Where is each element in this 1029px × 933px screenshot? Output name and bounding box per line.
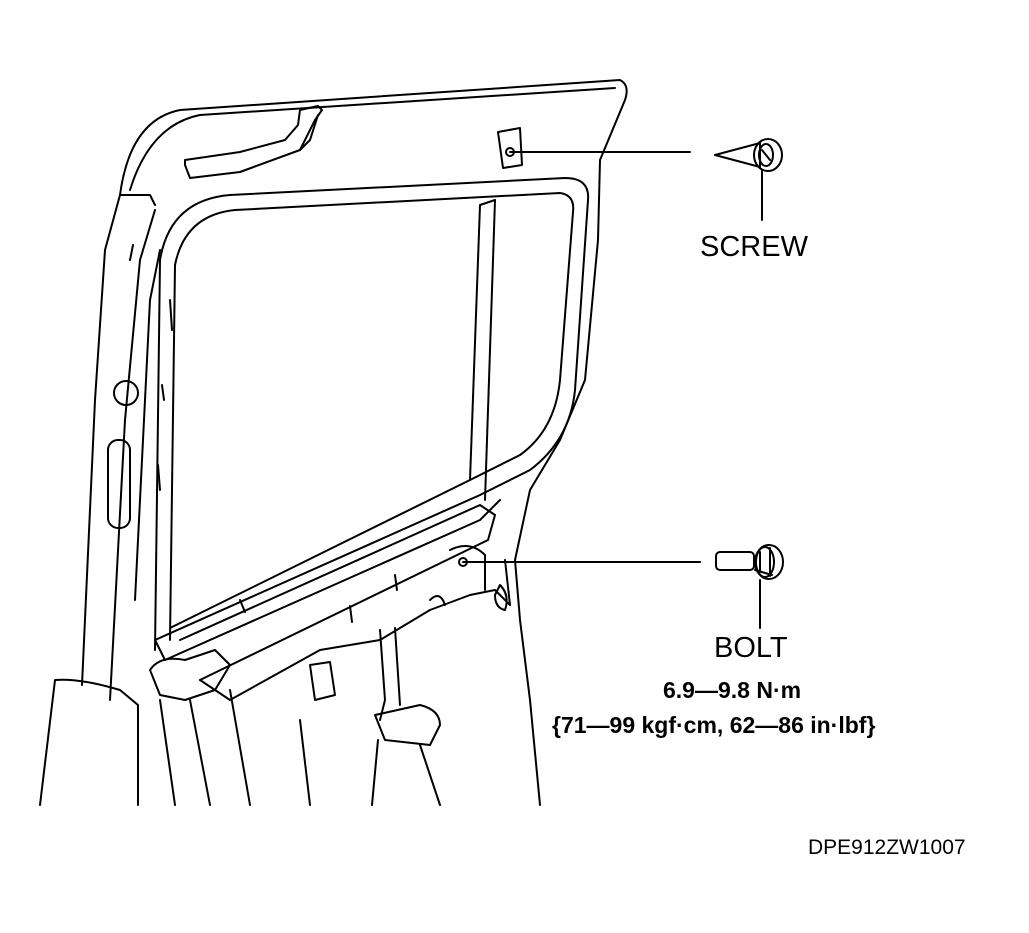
bolt-icon [715, 544, 784, 580]
left-details [107, 244, 173, 529]
screw-icon [714, 138, 783, 172]
top-bracket [184, 105, 323, 179]
screw-mount-tab [497, 127, 523, 169]
figure-code: DPE912ZW1007 [808, 836, 966, 859]
liftgate-outline [39, 79, 628, 806]
bolt-torque-alt-units: {71—99 kgf·cm, 62—86 in·lbf} [552, 712, 876, 738]
glass-frame [154, 177, 590, 661]
bolt-label: BOLT [714, 632, 788, 664]
bolt-torque-nm: 6.9—9.8 N·m [663, 677, 802, 703]
screw-label: SCREW [700, 231, 808, 263]
lower-inner-panel [149, 504, 511, 806]
leader-lines [462, 151, 763, 629]
